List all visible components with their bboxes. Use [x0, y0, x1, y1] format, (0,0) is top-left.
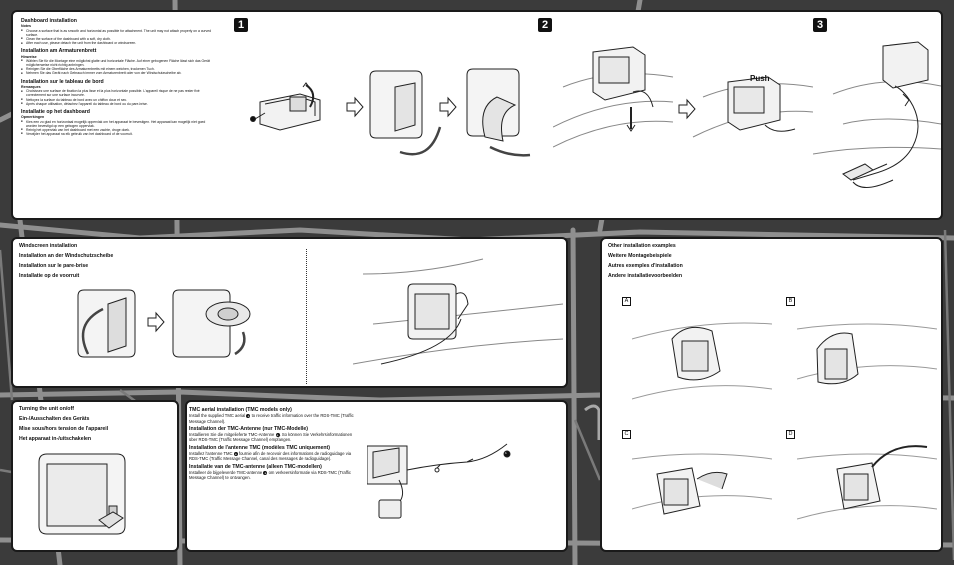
dashboard-installation-panel: Dashboard installation Notes Choose a su… [11, 10, 943, 220]
example-c-illustration [632, 453, 772, 515]
notes-label: Remarques [21, 84, 41, 89]
example-label-c: C [622, 430, 631, 439]
notes-list: Choisissez une surface de fixation la pl… [21, 89, 213, 106]
section-body: Installieren Sie die mitgelieferte TMC-A… [189, 432, 353, 443]
step-2-marker: 2 [538, 18, 552, 32]
section-heading: Installatie van de TMC-antenne (alleen T… [189, 463, 322, 470]
note-item: Verwijder het apparaat na elk gebruik va… [21, 132, 213, 136]
section-body: Installez l'antenne TMC a fournie afin d… [189, 451, 352, 462]
section-heading: TMC aerial installation (TMC models only… [189, 407, 292, 413]
callout-1: 1 [236, 104, 238, 108]
windscreen-steps-illustration [77, 289, 251, 358]
title-en: Turning the unit on/off [19, 406, 74, 412]
example-b-illustration [797, 323, 937, 385]
step-3-marker: 3 [813, 18, 827, 32]
example-a-illustration [632, 322, 772, 400]
step-1-illustration [250, 68, 531, 157]
notes-list: Choose a surface that is as smooth and h… [21, 29, 213, 46]
section-heading: Installation de l'antenne TMC (modèles T… [189, 444, 331, 451]
tmc-section-nl: Installatie van de TMC-antenne (alleen T… [189, 464, 357, 481]
windscreen-titles: Windscreen installation Installation an … [19, 242, 219, 282]
example-label-d: D [786, 430, 795, 439]
title-de: Weitere Montagebeispiele [608, 252, 672, 259]
tmc-text-column: TMC aerial installation (TMC models only… [189, 407, 357, 480]
title-en: Windscreen installation [19, 243, 78, 249]
step-1-marker: 1 [234, 18, 248, 32]
aerial-callout-icon: a [246, 414, 251, 419]
aerial-callout-icon: a [233, 451, 238, 456]
aerial-callout-icon: a [263, 470, 268, 475]
notes-list: Kies een zo glad en horizontaal mogelijk… [21, 120, 213, 137]
step-2-illustration [553, 46, 813, 148]
note-item: Reinigen Sie die Oberfläche des Armature… [21, 67, 213, 71]
column-divider [306, 249, 307, 384]
section-heading: Installation sur le tableau de bord [21, 78, 104, 85]
title-fr: Mise sous/hors tension de l'appareil [19, 425, 109, 432]
section-heading: Installation am Armaturenbrett [21, 48, 97, 55]
notes-label: Hinweise [21, 54, 37, 59]
other-titles: Other installation examples Weitere Mont… [608, 242, 828, 282]
notes-label: Opmerkingen [21, 115, 45, 120]
example-label-b: B [786, 297, 795, 306]
notes-list: Wählen Sie für die Montage eine möglichs… [21, 59, 213, 76]
power-titles: Turning the unit on/off Ein-/Ausschalten… [19, 405, 177, 445]
callout-2: 2 [826, 163, 828, 167]
note-item: After each use, please detach the unit f… [21, 41, 213, 45]
section-body: Installeer de bijgeleverde TMC-antenne a… [189, 469, 351, 481]
windscreen-installation-panel: Windscreen installation Installation an … [11, 237, 568, 388]
section-body: Install the supplied TMC aerial a to rec… [189, 413, 354, 424]
note-item: Clean the surface of the dashboard with … [21, 37, 213, 41]
tmc-section-en: TMC aerial installation (TMC models only… [189, 407, 357, 424]
other-installation-panel: Other installation examples Weitere Mont… [600, 237, 943, 552]
section-heading: Installation der TMC-Antenne (nur TMC-Mo… [189, 425, 309, 432]
title-fr: Installation sur le pare-brise [19, 262, 89, 269]
notes-label: Notes [21, 24, 31, 29]
windscreen-mounted-illustration [353, 258, 563, 365]
tmc-section-fr: Installation de l'antenne TMC (modèles T… [189, 445, 357, 462]
power-button-illustration [38, 453, 126, 535]
section-fr: Installation sur le tableau de bord Rema… [21, 79, 213, 106]
push-label: Push [750, 74, 770, 83]
note-item: Choisissez une surface de fixation la pl… [21, 89, 213, 97]
title-nl: Installatie op de voorruit [19, 272, 80, 279]
example-label-a: A [622, 297, 631, 306]
title-fr: Autres exemples d'installation [608, 262, 683, 269]
note-item: Nehmen Sie das Gerät nach Gebrauch immer… [21, 71, 213, 75]
tmc-callout-b: b [505, 451, 507, 455]
title-nl: Het apparaat in-/uitschakelen [19, 435, 92, 442]
tmc-aerial-panel: TMC aerial installation (TMC models only… [185, 400, 568, 552]
dashboard-text-column: Dashboard installation Notes Choose a su… [21, 18, 213, 136]
title-de: Installation an der Windschutzscheibe [19, 252, 114, 259]
note-item: Reinig het oppervlak van het dashboard m… [21, 128, 213, 132]
section-heading: Dashboard installation [21, 18, 77, 24]
section-de: Installation am Armaturenbrett Hinweise … [21, 48, 213, 75]
note-item: Après chaque utilisation, détachez l'app… [21, 102, 213, 106]
power-onoff-panel: Turning the unit on/off Ein-/Ausschalten… [11, 400, 179, 552]
example-d-illustration [797, 445, 937, 520]
title-en: Other installation examples [608, 243, 676, 249]
aerial-callout-icon: a [275, 433, 280, 438]
note-item: Nettoyez la surface du tableau de bord a… [21, 98, 213, 102]
tmc-aerial-illustration [367, 443, 511, 519]
section-nl: Installatie op het dashboard Opmerkingen… [21, 109, 213, 136]
note-item: Wählen Sie für die Montage eine möglichs… [21, 59, 213, 67]
title-nl: Andere installatievoorbeelden [608, 272, 683, 279]
tmc-section-de: Installation der TMC-Antenne (nur TMC-Mo… [189, 426, 357, 443]
title-de: Ein-/Ausschalten des Geräts [19, 415, 90, 422]
section-heading: Installatie op het dashboard [21, 108, 90, 115]
note-item: Kies een zo glad en horizontaal mogelijk… [21, 120, 213, 128]
section-en: Dashboard installation Notes Choose a su… [21, 18, 213, 45]
step-3-illustration [813, 41, 941, 188]
note-item: Choose a surface that is as smooth and h… [21, 29, 213, 37]
